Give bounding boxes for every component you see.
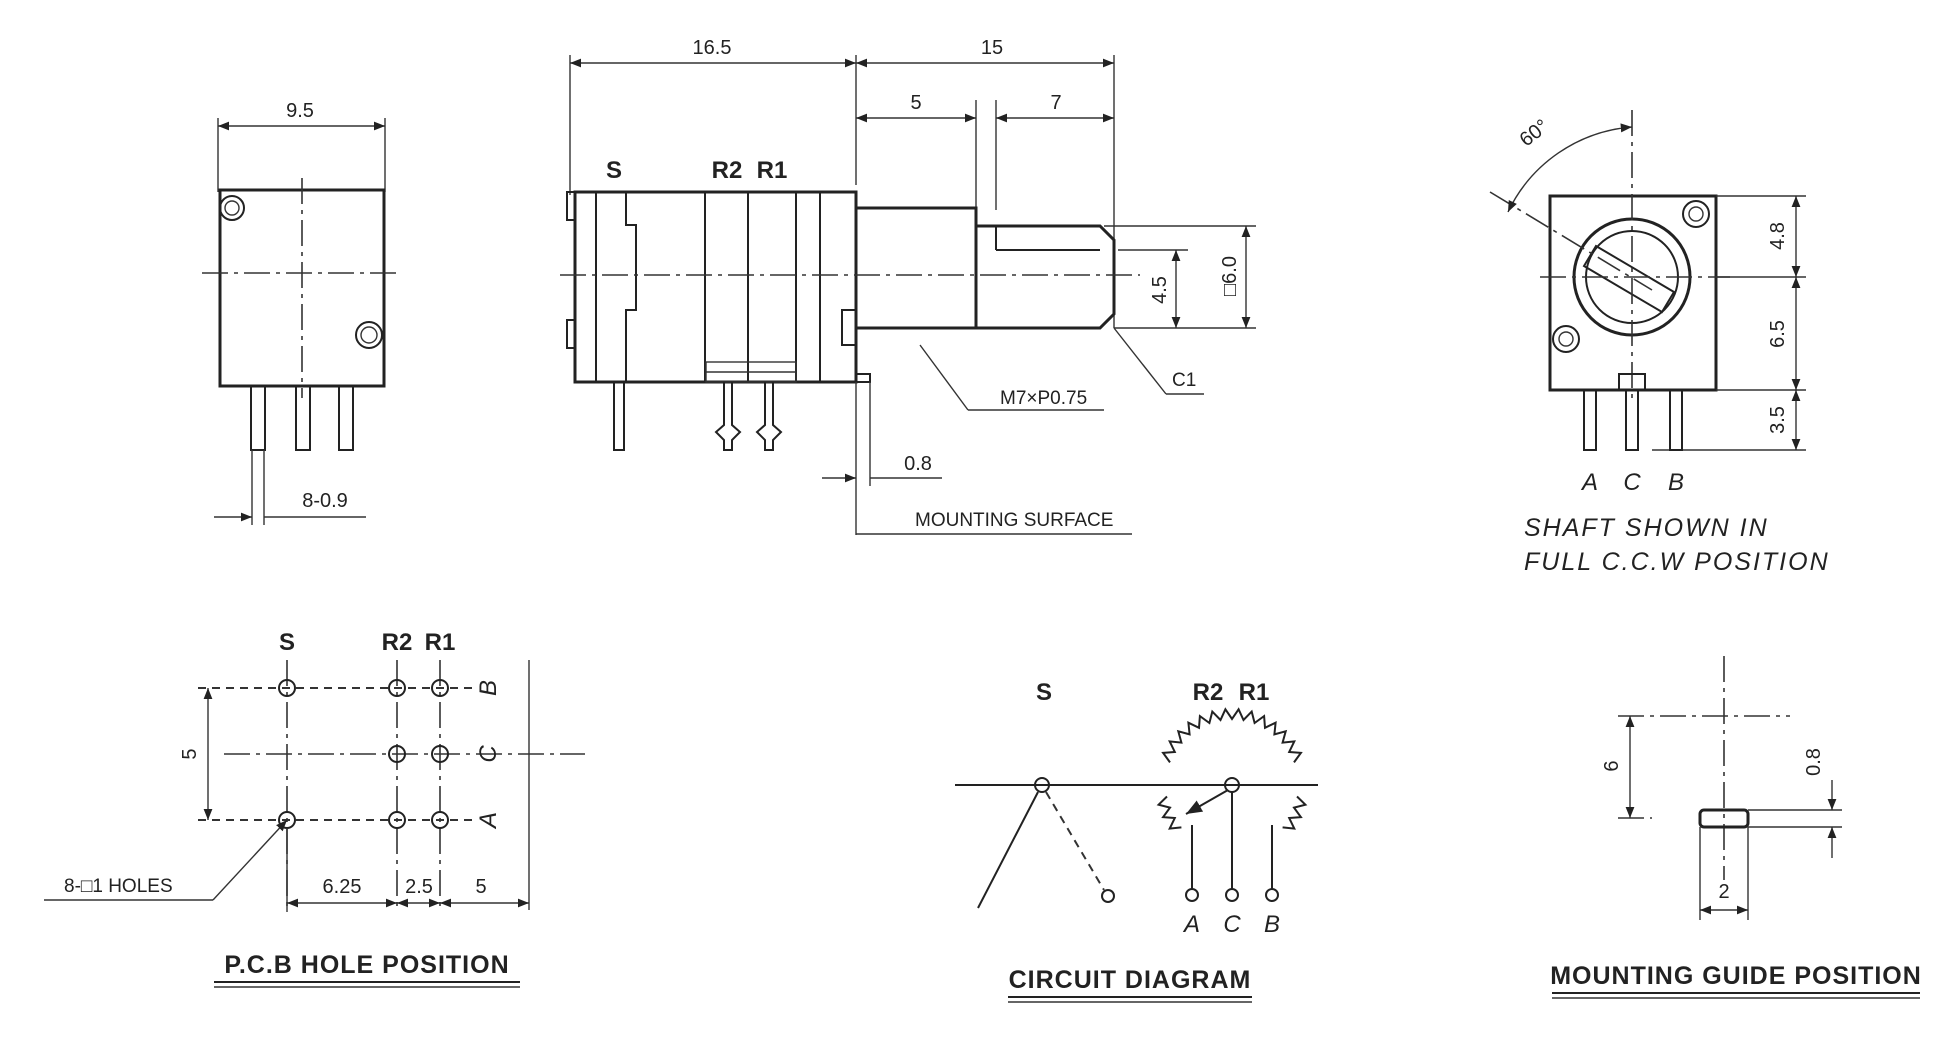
- mounting-surface-label: MOUNTING SURFACE: [915, 510, 1113, 531]
- side-offset-dim: 0.8: [904, 453, 932, 475]
- circuit-pin-c: C: [1223, 911, 1241, 938]
- circuit-label-s: S: [1036, 679, 1052, 706]
- rear-note-line1: SHAFT SHOWN IN: [1524, 514, 1769, 542]
- pcb-row-a: A: [475, 812, 502, 830]
- resistor-element: [1156, 707, 1308, 830]
- circuit-label-r2: R2: [1193, 679, 1224, 706]
- rear-pin-a: A: [1580, 469, 1598, 496]
- side-body: [573, 190, 858, 384]
- rear-shaft-flat: [1582, 244, 1676, 314]
- side-thread-label: M7×P0.75: [1000, 388, 1087, 409]
- side-thread-dim: 5: [910, 92, 921, 114]
- guide-dim-6: 6: [1601, 760, 1623, 771]
- side-flat-dim: 7: [1050, 92, 1061, 114]
- pcb-dim-2: 2.5: [405, 876, 433, 898]
- side-shaft-dia-dim: □6.0: [1219, 256, 1241, 296]
- pcb-label-r1: R1: [425, 629, 456, 656]
- rear-note-line2: FULL C.C.W POSITION: [1524, 548, 1830, 576]
- rear-dim-bot: 3.5: [1767, 406, 1789, 434]
- mounting-slot: [1698, 808, 1750, 829]
- side-label-s: S: [606, 157, 622, 184]
- side-flat-height-dim: 4.5: [1149, 276, 1171, 304]
- terminal-a: [1185, 888, 1199, 902]
- side-length-dim: 16.5: [693, 37, 732, 59]
- switch-contact: [1101, 889, 1115, 903]
- terminal-c: [1225, 888, 1239, 902]
- pcb-dim-3: 5: [475, 876, 486, 898]
- circuit-title: CIRCUIT DIAGRAM: [1009, 966, 1252, 994]
- pcb-vert-dim: 5: [179, 748, 201, 759]
- rear-view: 60° 4.8 6.5 3.5 A C B SHAFT SHOWN IN FUL…: [1489, 110, 1830, 576]
- side-view: 16.5 15 5 7 S R2 R1 4: [560, 37, 1256, 535]
- switch-common: [1034, 777, 1050, 793]
- rear-rivet-top: [1682, 200, 1710, 228]
- side-shaft-dim: 15: [981, 37, 1003, 59]
- pcb-hole-position: S R2 R1 B C A 5 8-□1 HOLES: [44, 629, 585, 988]
- pcb-row-c: C: [475, 745, 502, 763]
- side-thread-bushing: [854, 206, 978, 330]
- circuit-label-r1: R1: [1239, 679, 1270, 706]
- pcb-title: P.C.B HOLE POSITION: [224, 951, 509, 979]
- terminal-b: [1265, 888, 1279, 902]
- side-label-r2: R2: [712, 157, 743, 184]
- side-chamfer-label: C1: [1172, 370, 1196, 391]
- rear-dim-top: 4.8: [1767, 222, 1789, 250]
- guide-title: MOUNTING GUIDE POSITION: [1550, 962, 1922, 990]
- pcb-label-s: S: [279, 629, 295, 656]
- front-view: 9.5 8-0.9: [202, 100, 400, 525]
- side-shaft: [976, 224, 1116, 330]
- front-pin-dim: 8-0.9: [302, 490, 348, 512]
- front-rivet-top: [219, 195, 245, 221]
- pcb-holes-label: 8-□1 HOLES: [64, 876, 173, 897]
- rear-dim-mid: 6.5: [1767, 320, 1789, 348]
- guide-dim-08: 0.8: [1803, 748, 1825, 776]
- front-width-dim: 9.5: [286, 100, 314, 122]
- front-rivet-bottom: [355, 321, 383, 349]
- mounting-guide-position: 6 0.8 2 MOUNTING GUIDE POSITION: [1550, 656, 1922, 999]
- circuit-pin-b: B: [1264, 911, 1280, 938]
- pcb-label-r2: R2: [382, 629, 413, 656]
- rear-pins: [1583, 389, 1683, 451]
- guide-dim-2: 2: [1718, 881, 1729, 903]
- rear-angle-dim: 60°: [1516, 115, 1553, 151]
- front-pins: [250, 385, 354, 451]
- rear-pin-c: C: [1623, 469, 1641, 496]
- rear-rivet-bottom: [1552, 325, 1580, 353]
- side-label-r1: R1: [757, 157, 788, 184]
- circuit-pin-a: A: [1182, 911, 1200, 938]
- rear-pin-b: B: [1668, 469, 1684, 496]
- pcb-row-b: B: [475, 680, 502, 696]
- circuit-diagram: S R2 R1 A C B CIRCUIT DIAGRAM: [955, 679, 1318, 1003]
- pcb-dim-1: 6.25: [323, 876, 362, 898]
